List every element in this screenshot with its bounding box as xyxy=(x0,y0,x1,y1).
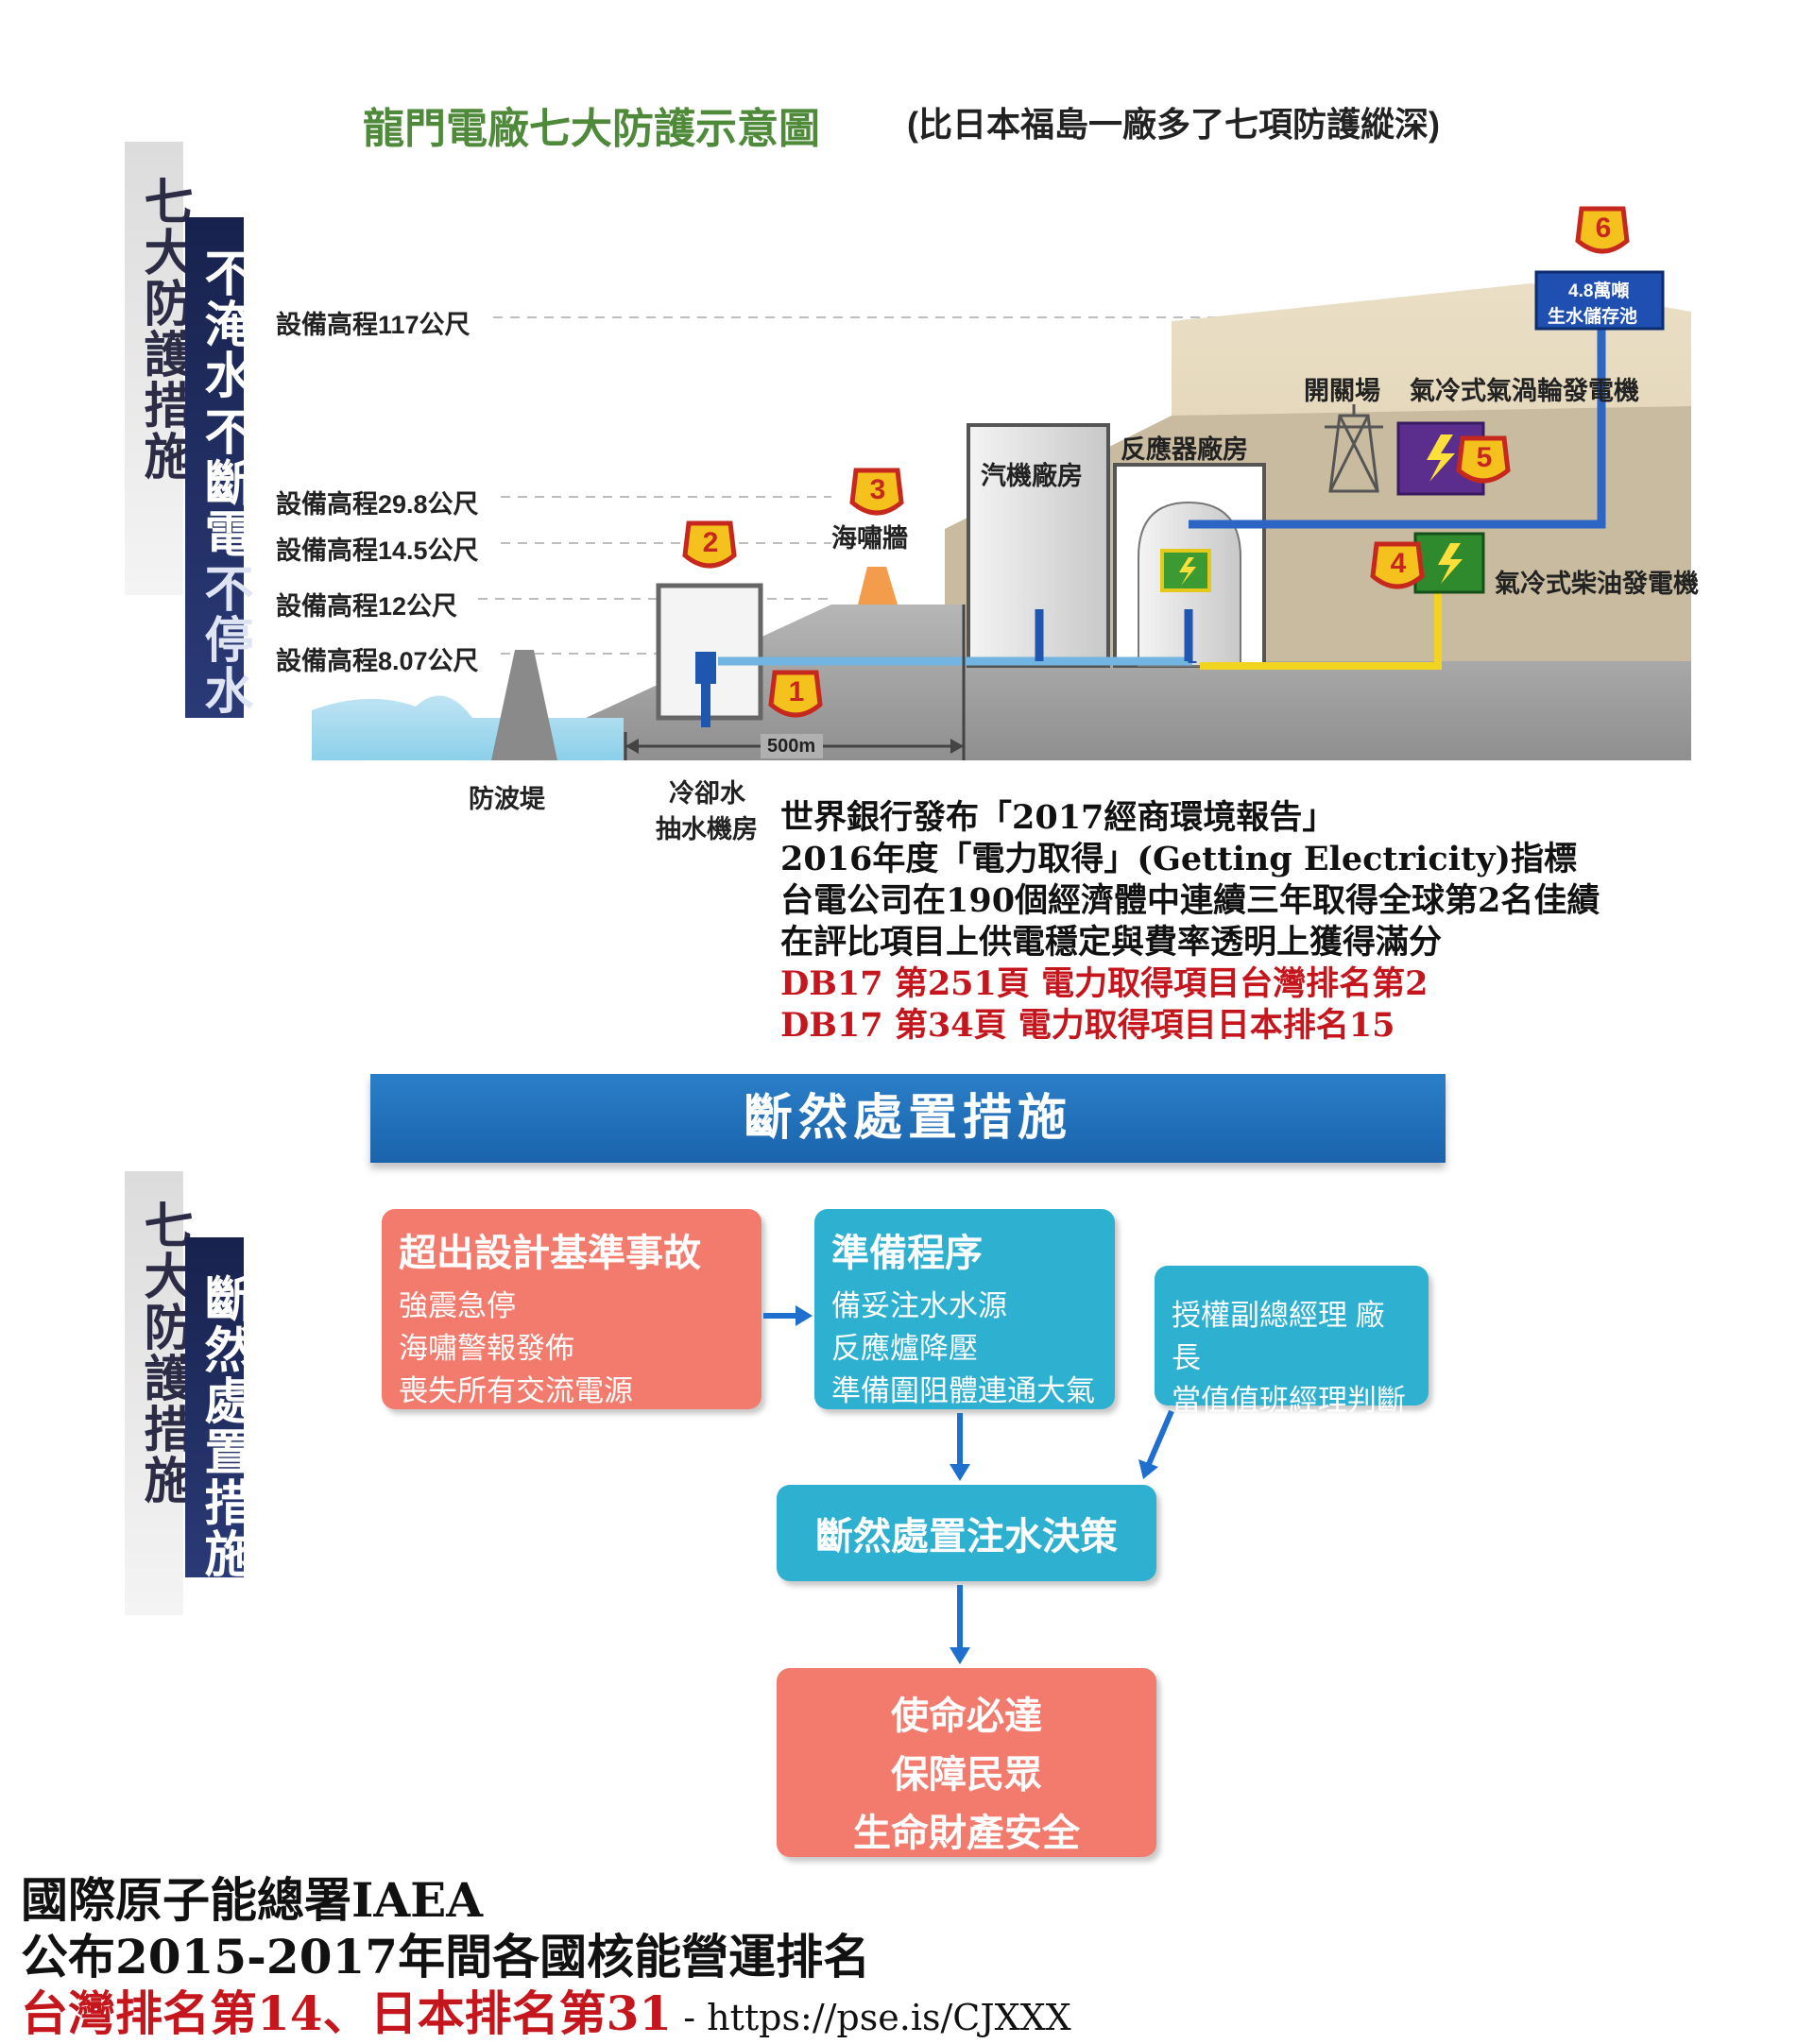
label-tsunami-wall: 海嘯牆 xyxy=(831,524,908,553)
side-label-bar xyxy=(125,142,183,595)
label-cooling-pump-2: 抽水機房 xyxy=(656,815,758,843)
footer-line-3: 台灣排名第14、日本排名第31 - https://pse.is/CJXXX xyxy=(21,1976,1071,2044)
flow-banner: 斷然處置措施 xyxy=(370,1074,1446,1163)
flow-box-incident: 超出設計基準事故 強震急停 海嘯警報發佈 喪失所有交流電源 xyxy=(382,1209,762,1409)
footer-line-1: 國際原子能總署IAEA xyxy=(21,1872,484,1928)
note-line-4: 在評比項目上供電穩定與費率透明上獲得滿分 xyxy=(780,923,1443,962)
badge-6: 6 xyxy=(1595,213,1612,244)
elevation-label-8-07: 設備高程8.07公尺 xyxy=(276,647,479,675)
label-reservoir-2: 生水儲存池 xyxy=(1548,307,1638,327)
flow-box-mission: 使命必達 保障民眾 生命財產安全 xyxy=(777,1668,1156,1857)
side-sublabel-bar xyxy=(185,217,244,718)
note-red-1: DB17 第251頁 電力取得項目台灣排名第2 xyxy=(780,964,1429,1003)
label-reactor-building: 反應器廠房 xyxy=(1121,435,1248,464)
arrow-authorization-to-decision xyxy=(1146,1409,1174,1466)
flow-box-mission-line-1: 使命必達 xyxy=(891,1695,1042,1737)
label-breakwater: 防波堤 xyxy=(469,785,545,813)
diagram-title: 龍門電廠七大防護示意圖 xyxy=(363,106,820,152)
badge-2: 2 xyxy=(702,527,719,558)
flow-box-incident-line-2: 海嘯警報發佈 xyxy=(399,1332,574,1365)
label-diesel: 氣冷式柴油發電機 xyxy=(1495,570,1699,598)
label-reservoir-1: 4.8萬噸 xyxy=(1568,281,1630,301)
note-line-2: 2016年度「電力取得」(Getting Electricity)指標 xyxy=(780,840,1577,878)
side-sublabel-text-2: 不斷電 xyxy=(197,406,251,559)
plant-cross-section xyxy=(312,206,1691,760)
elevation-label-14-5: 設備高程14.5公尺 xyxy=(276,537,479,565)
badge-3: 3 xyxy=(869,474,886,505)
flow-box-incident-line-1: 強震急停 xyxy=(399,1289,516,1322)
side-sublabel-text-1: 不淹水 xyxy=(197,247,251,400)
elevation-label-117: 設備高程117公尺 xyxy=(276,311,471,339)
flow-box-preparation-title: 準備程序 xyxy=(831,1233,983,1274)
flow-box-mission-line-2: 保障民眾 xyxy=(891,1754,1042,1796)
flow-box-decision-title: 斷然處置注水決策 xyxy=(815,1516,1118,1558)
footer-line-2: 公布2015-2017年間各國核能營運排名 xyxy=(21,1929,871,1984)
label-switchyard: 開關場 xyxy=(1304,377,1380,405)
flow-box-preparation-line-2: 反應爐降壓 xyxy=(831,1332,978,1365)
badge-5: 5 xyxy=(1476,442,1493,473)
badge-4: 4 xyxy=(1390,548,1407,579)
flow-box-authorization-line-2: 當值值班經理判斷 xyxy=(1172,1384,1406,1417)
flow-box-preparation-line-1: 備妥注水水源 xyxy=(831,1289,1007,1322)
elevation-label-29-8: 設備高程29.8公尺 xyxy=(276,490,479,519)
diagram-subtitle: (比日本福島一廠多了七項防護縱深) xyxy=(907,105,1440,144)
flow-side-sublabel-text: 斷然處置措施 xyxy=(197,1273,251,1579)
elevation-label-12: 設備高程12公尺 xyxy=(276,592,458,621)
flow-box-preparation: 準備程序 備妥注水水源 反應爐降壓 準備圍阻體連通大氣 xyxy=(814,1209,1115,1409)
footer-line-3-red: 台灣排名第14、日本排名第31 xyxy=(21,1985,673,2041)
label-distance: 500m xyxy=(767,736,816,757)
flow-box-authorization-line-1: 授權副總經理 廠長 xyxy=(1172,1299,1385,1374)
flow-box-decision: 斷然處置注水決策 xyxy=(777,1485,1156,1581)
label-turbine-building: 汽機廠房 xyxy=(981,462,1083,490)
flow-box-incident-title: 超出設計基準事故 xyxy=(399,1233,701,1274)
label-gas-turbine: 氣冷式氣渦輪發電機 xyxy=(1410,377,1639,405)
flow-box-incident-line-3: 喪失所有交流電源 xyxy=(399,1374,633,1407)
flow-box-mission-line-3: 生命財產安全 xyxy=(853,1813,1080,1854)
flow-box-preparation-line-3: 準備圍阻體連通大氣 xyxy=(831,1374,1095,1407)
note-red-2: DB17 第34頁 電力取得項目日本排名15 xyxy=(780,1006,1395,1045)
side-sublabel-text-3: 不停水 xyxy=(197,563,251,716)
side-label-text: 七大防護措施 xyxy=(136,176,191,482)
flow-side-label-bar xyxy=(125,1171,183,1615)
flow-box-authorization: 授權副總經理 廠長 當值值班經理判斷 xyxy=(1155,1266,1429,1417)
badge-1: 1 xyxy=(788,676,805,707)
note-line-1: 世界銀行發布「2017經商環境報告」 xyxy=(780,798,1336,837)
flow-side-label-text: 七大防護措施 xyxy=(136,1200,191,1506)
footer-url[interactable]: - https://pse.is/CJXXX xyxy=(672,1997,1071,2038)
note-line-3: 台電公司在190個經濟體中連續三年取得全球第2名佳績 xyxy=(780,881,1600,920)
flow-side-sublabel-bar xyxy=(185,1237,244,1577)
label-cooling-pump-1: 冷卻水 xyxy=(669,779,745,808)
